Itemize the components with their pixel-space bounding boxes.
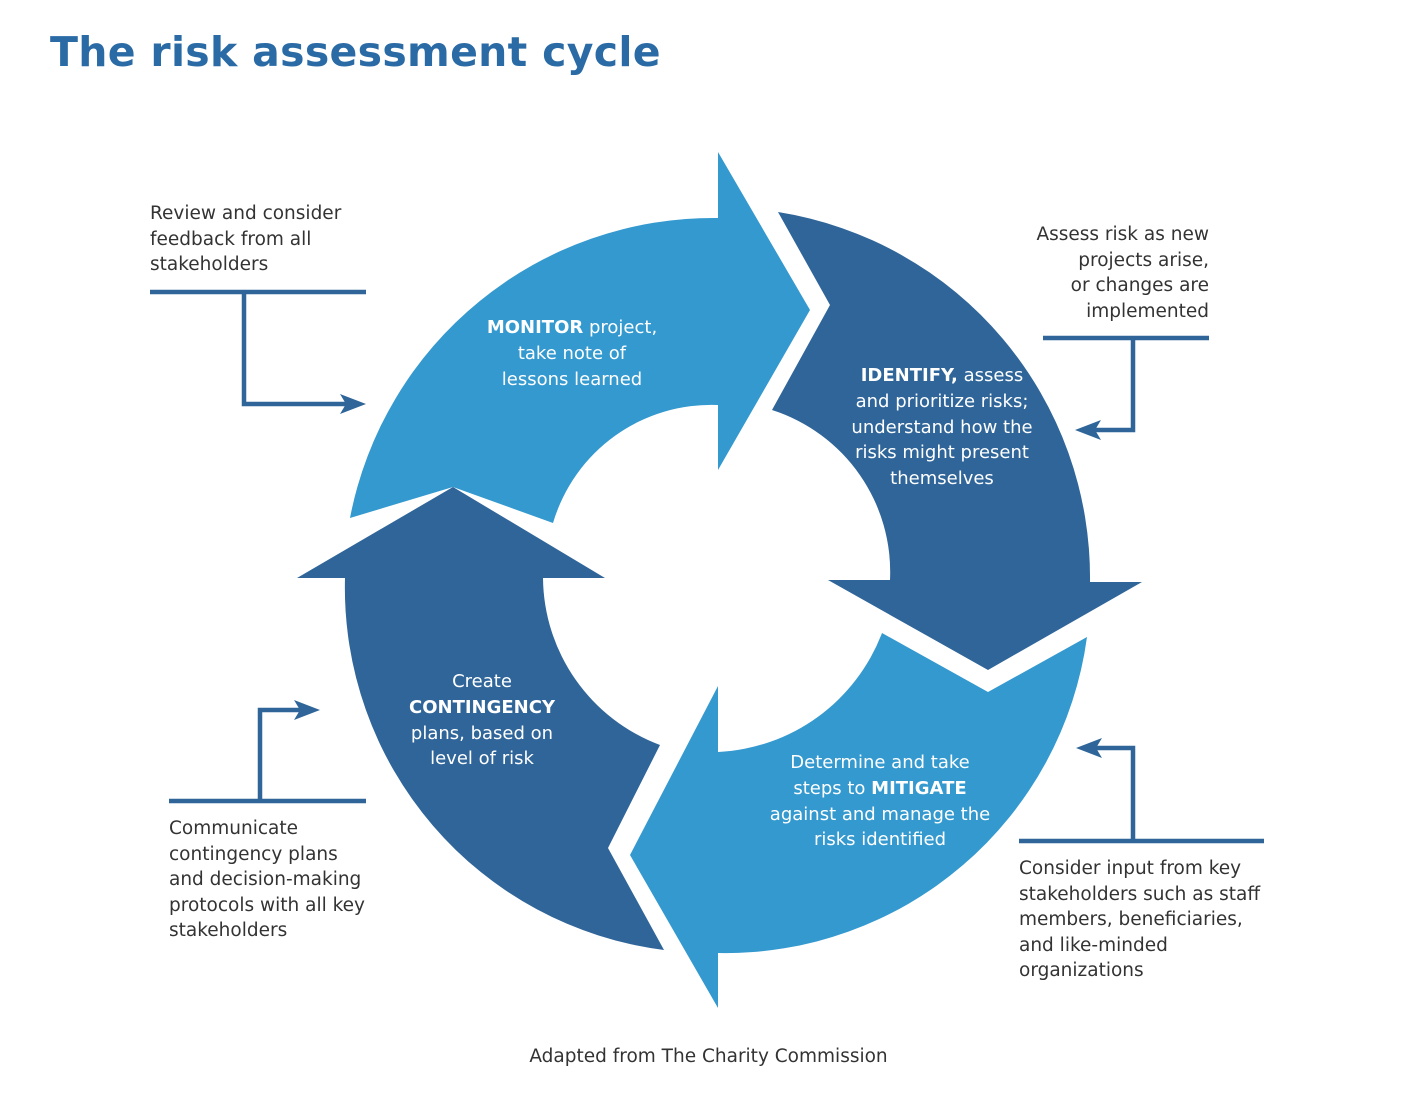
identify-arrow — [772, 212, 1142, 670]
communicate-note-line: stakeholders — [169, 920, 288, 942]
assess-note-line: or changes are — [1070, 275, 1209, 297]
consider-connector — [1019, 745, 1264, 844]
identify-line3: understand how the — [851, 416, 1033, 438]
mitigate-line1: Determine and take — [790, 752, 970, 773]
mitigate-arrow — [630, 633, 1087, 1008]
consider-note-line: organizations — [1019, 960, 1144, 982]
consider-note-line: and like-minded — [1019, 934, 1168, 956]
consider-note-line: stakeholders such as staff — [1019, 883, 1261, 905]
page-title: The risk assessment cycle — [50, 28, 661, 76]
monitor-line3: lessons learned — [501, 368, 643, 390]
review-note-line: Review and consider — [150, 203, 342, 224]
contingency-text: Create CONTINGENCY plans, based on level… — [372, 669, 592, 772]
consider-arrowhead — [1076, 738, 1102, 758]
communicate-note-line: and decision-making — [169, 869, 362, 891]
mitigate-text: Determine and take steps to MITIGATE aga… — [750, 750, 1010, 853]
identify-line2: and prioritize risks; — [855, 390, 1029, 412]
contingency-line1: Create — [452, 671, 512, 692]
contingency-arrow — [297, 487, 664, 950]
communicate-connector — [169, 707, 366, 804]
contingency-keyword: CONTINGENCY — [409, 696, 555, 718]
review-note-line: feedback from all — [150, 228, 312, 250]
communicate-note-line: protocols with all key — [169, 894, 365, 916]
identify-line4: risks might present — [855, 442, 1029, 464]
review-connector — [150, 289, 366, 407]
monitor-arrow — [350, 152, 810, 523]
assess-note-line: projects arise, — [1078, 249, 1209, 271]
consider-note-line: Consider input from key — [1019, 858, 1242, 879]
assess-arrowhead — [1075, 420, 1101, 440]
communicate-note-line: contingency plans — [169, 843, 338, 865]
monitor-keyword: MONITOR — [486, 317, 584, 338]
contingency-line4: level of risk — [430, 748, 534, 770]
contingency-line3: plans, based on — [410, 722, 554, 744]
assess-note: Assess risk as new projects arise, or ch… — [1000, 222, 1209, 324]
communicate-note-line: Communicate — [169, 818, 299, 839]
mitigate-line2: steps to — [793, 777, 872, 799]
consider-note: Consider input from key stakeholders suc… — [1019, 856, 1299, 984]
monitor-line2: take note of — [517, 342, 627, 364]
identify-keyword: IDENTIFY, — [860, 365, 958, 386]
consider-note-line: members, beneficiaries, — [1019, 909, 1243, 931]
review-arrowhead — [340, 394, 366, 414]
mitigate-line4: risks identified — [813, 829, 947, 851]
assess-note-line: Assess risk as new — [1036, 224, 1209, 245]
mitigate-keyword: MITIGATE — [871, 777, 967, 799]
communicate-note: Communicate contingency plans and decisi… — [169, 816, 409, 944]
review-note: Review and consider feedback from all st… — [150, 201, 390, 278]
assess-connector — [1043, 335, 1209, 433]
monitor-text: MONITOR project, take note of lessons le… — [432, 315, 712, 392]
identify-line1: assess — [957, 365, 1024, 386]
review-note-line: stakeholders — [150, 254, 269, 276]
assess-note-line: implemented — [1086, 300, 1209, 322]
source-credit: Adapted from The Charity Commission — [529, 1046, 888, 1067]
monitor-line1: project, — [583, 317, 658, 338]
identify-line5: themselves — [890, 468, 994, 490]
communicate-arrowhead — [294, 700, 320, 720]
identify-text: IDENTIFY, assess and prioritize risks; u… — [812, 363, 1072, 492]
mitigate-line3: against and manage the — [769, 803, 991, 825]
